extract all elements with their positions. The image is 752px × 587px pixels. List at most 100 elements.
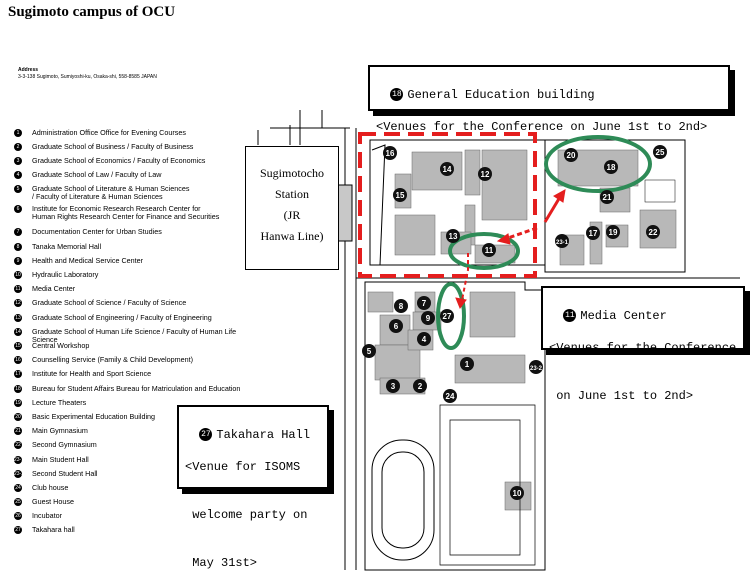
venue-ellipse-general-education [544, 135, 652, 193]
legend-number-badge: 3 [14, 157, 22, 165]
map-building-number: 20 [567, 151, 576, 160]
legend-number-badge: 2 [14, 143, 22, 151]
legend-number-badge: 26 [14, 512, 22, 520]
legend-number-badge: 24 [14, 484, 22, 492]
map-building-marker: 12 [478, 167, 492, 181]
map-building-number: 16 [386, 149, 395, 158]
route-arrows [455, 189, 566, 310]
callout-title: General Education building [407, 88, 595, 102]
callout-title: Media Center [580, 309, 667, 323]
map-building-marker: 10 [510, 486, 524, 500]
legend-number-badge: 7 [14, 228, 22, 236]
map-building-number: 22 [649, 228, 658, 237]
legend-label: Main Student Hall [32, 455, 89, 464]
legend-number-badge: 8 [14, 243, 22, 251]
legend-number-badge: 11 [14, 285, 22, 293]
map-building-number: 7 [422, 299, 427, 308]
legend-label: Institute for Economic Research Research… [32, 204, 220, 221]
legend-number-badge: 23-1 [14, 456, 25, 464]
legend-number-badge: 4 [14, 171, 22, 179]
legend-label: Graduate School of Human Life Science / … [32, 327, 237, 344]
legend-number-badge: 25 [14, 498, 22, 506]
map-building-number: 4 [422, 335, 427, 344]
legend-item: 14 Graduate School of Human Life Science … [14, 327, 254, 344]
map-building-number: 14 [443, 165, 452, 174]
map-building-marker: 13 [446, 229, 460, 243]
map-building-number: 5 [367, 347, 372, 356]
map-building-marker: 8 [394, 299, 408, 313]
map-building-marker: 27 [440, 309, 454, 323]
legend-number-badge: 19 [14, 399, 22, 407]
station-line-4: Hanwa Line) [260, 229, 324, 243]
map-building-number: 21 [603, 193, 612, 202]
map-building-number: 12 [481, 170, 490, 179]
map-building-marker: 20 [564, 148, 578, 162]
station-line-2: Station [274, 187, 309, 201]
map-building-number: 3 [391, 382, 396, 391]
map-building-marker: 6 [389, 319, 403, 333]
map-building-marker: 11 [482, 243, 496, 257]
callout-line: <Venues for the Conference [549, 341, 737, 355]
sugimotocho-station-box: Sugimotocho Station (JR Hanwa Line) [245, 146, 339, 270]
venue-ellipse-takahara-hall [436, 282, 466, 350]
legend-number-badge: 14 [14, 328, 22, 336]
address-text: 3-3-138 Sugimoto, Sumiyoshi-ku, Osaka-sh… [18, 74, 157, 80]
legend-label: Graduate School of Literature & Human Sc… [32, 184, 190, 201]
callout-line: on June 1st to 2nd> [549, 389, 694, 403]
map-building-marker: 15 [393, 188, 407, 202]
map-building-number: 9 [426, 314, 431, 323]
callout-line: May 31st> [185, 556, 258, 570]
legend-label: Administration Office Office for Evening… [32, 128, 186, 137]
map-building-number: 2 [418, 382, 423, 391]
station-line-3: (JR [283, 208, 301, 222]
legend-label: Media Center [32, 284, 76, 293]
legend-label: Hydraulic Laboratory [32, 270, 99, 279]
map-building-marker: 9 [421, 311, 435, 325]
legend-label: Institute for Health and Sport Science [32, 369, 152, 378]
legend-label: Counselling Service (Family & Child Deve… [32, 355, 193, 364]
map-building-number: 23-2 [530, 366, 543, 372]
map-building-marker: 2 [413, 379, 427, 393]
station-line-1: Sugimotocho [259, 166, 324, 180]
legend-label: Main Gymnasium [32, 426, 88, 435]
legend-label: Club house [32, 483, 69, 492]
legend-item: 3 Graduate School of Economics / Faculty … [14, 157, 205, 170]
map-building-marker: 25 [653, 145, 667, 159]
map-building-marker: 22 [646, 225, 660, 239]
map-building-marker: 21 [600, 190, 614, 204]
map-building-number: 13 [449, 232, 458, 241]
callout-number-badge: 27 [199, 428, 213, 442]
legend-label: Health and Medical Service Center [32, 256, 144, 265]
map-building-number: 8 [399, 302, 404, 311]
callout-line: <Venues for the Conference on June 1st t… [376, 120, 708, 134]
legend-label: Lecture Theaters [32, 398, 87, 407]
legend-label: Graduate School of Economics / Faculty o… [32, 156, 206, 165]
legend-label: Graduate School of Science / Faculty of … [32, 298, 187, 307]
map-building-marker: 16 [383, 146, 397, 160]
legend-number-badge: 23-2 [14, 470, 25, 478]
venue-area-highlight [358, 132, 537, 278]
map-building-marker: 5 [362, 344, 376, 358]
legend-number-badge: 13 [14, 314, 22, 322]
legend-label: Second Gymnasium [32, 440, 97, 449]
legend-label: Basic Experimental Education Building [32, 412, 156, 421]
map-building-marker: 17 [586, 226, 600, 240]
legend-number-badge: 15 [14, 342, 22, 350]
